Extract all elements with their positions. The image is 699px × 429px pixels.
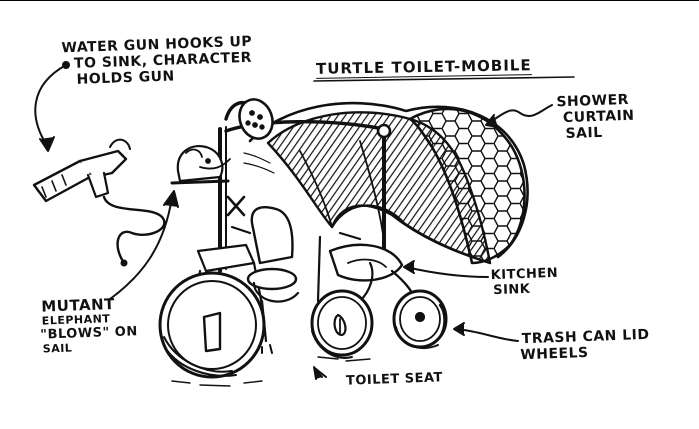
annotation-arrows [34, 61, 553, 380]
shower-head-icon [224, 98, 274, 140]
water-gun-icon [32, 138, 166, 267]
label-line: SAIL [565, 124, 603, 143]
vehicle-frame [194, 195, 422, 315]
shower-curtain-sail [248, 101, 529, 265]
trash-can-arrow [455, 328, 519, 342]
label-kitchen-sink: KITCHEN SINK [490, 266, 558, 299]
label-water-gun: WATER GUN HOOKS UP TO SINK, CHARACTER HO… [61, 34, 253, 89]
ground-lines [171, 356, 371, 387]
shower-curtain-arrow [487, 104, 553, 124]
label-trash-can-lid-wheels: TRASH CAN LID WHEELS [520, 327, 650, 364]
title-underline [313, 76, 575, 82]
trash-can-lid-wheel-icon [158, 271, 448, 379]
label-line: CURTAIN [562, 107, 635, 127]
label-mutant-elephant: MUTANT ELEPHANT "BLOWS" ON SAIL [35, 295, 138, 356]
water-gun-arrow [34, 64, 67, 148]
mutant-elephant [170, 145, 275, 185]
kitchen-sink-arrow [405, 266, 489, 278]
mast [218, 120, 392, 273]
label-shower-curtain-sail: SHOWER CURTAIN SAIL [556, 92, 635, 143]
label-line: SINK [492, 281, 531, 299]
toilet-seat-icon [246, 206, 300, 354]
mutant-elephant-arrow [109, 196, 173, 300]
